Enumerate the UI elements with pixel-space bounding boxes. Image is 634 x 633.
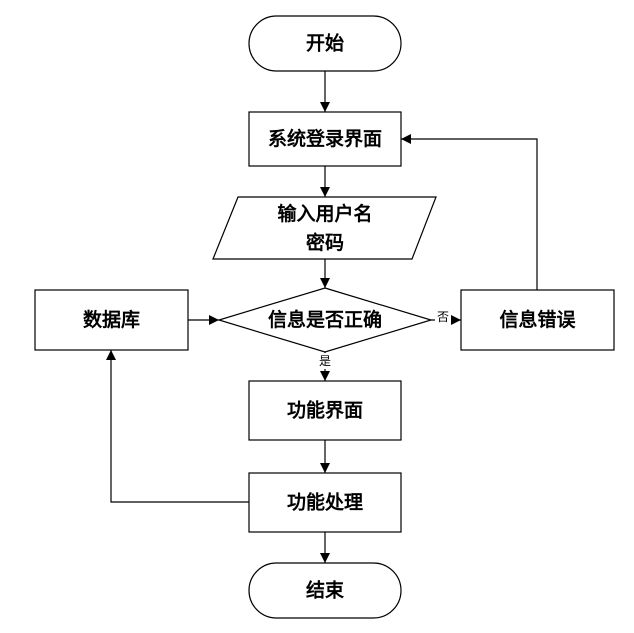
no-label-background [435, 309, 451, 325]
error-label: 信息错误 [499, 308, 576, 331]
login-label: 系统登录界面 [268, 127, 382, 150]
end-label: 结束 [306, 579, 345, 602]
edge-func-proc-to-database [106, 350, 249, 503]
input-parallelogram [212, 196, 437, 260]
database-label: 数据库 [83, 308, 140, 331]
input-label-line2: 密码 [306, 231, 344, 254]
check-label: 信息是否正确 [268, 308, 382, 331]
func-proc-label: 功能处理 [287, 491, 363, 514]
edge-error-to-login [401, 134, 538, 290]
start-label: 开始 [306, 32, 344, 55]
func-ui-process [248, 380, 402, 441]
database-process [34, 289, 189, 351]
edge-no-label: 否 [437, 310, 449, 324]
edge-yes-label: 是 [319, 354, 331, 368]
input-label-line1: 输入用户名 [277, 202, 372, 225]
yes-label-background [316, 353, 334, 369]
login-process [248, 111, 402, 167]
func-ui-label: 功能界面 [287, 399, 363, 422]
